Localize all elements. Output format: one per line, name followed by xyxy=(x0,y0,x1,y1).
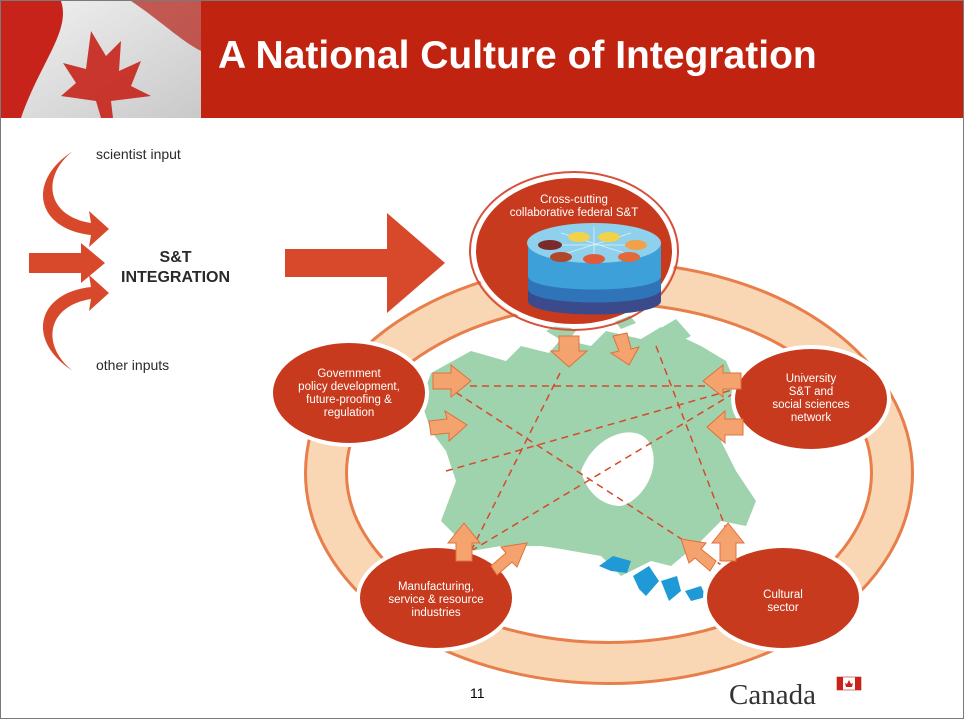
node-left-oval xyxy=(269,339,429,447)
node-government-line: regulation xyxy=(323,407,375,419)
node-government: Government policy development, future-pr… xyxy=(284,368,414,420)
scientist-input-label: scientist input xyxy=(96,146,181,162)
node-university-line: S&T and xyxy=(788,386,834,398)
node-university: University S&T and social sciences netwo… xyxy=(746,373,876,425)
big-arrow-right xyxy=(285,213,445,313)
page-title: A National Culture of Integration xyxy=(218,34,817,77)
node-government-line: Government xyxy=(317,368,381,380)
node-bottom-right-oval xyxy=(703,544,863,652)
node-university-line: social sciences xyxy=(772,399,850,411)
page-number: 11 xyxy=(470,685,485,701)
st-label-line1: S&T xyxy=(159,249,192,266)
node-federal-line: collaborative federal S&T xyxy=(509,207,639,219)
flag-image xyxy=(1,1,201,118)
node-federal-st: Cross-cutting collaborative federal S&T xyxy=(494,194,654,220)
node-cultural-line: sector xyxy=(767,602,799,614)
node-government-line: future-proofing & xyxy=(306,394,392,406)
node-manufacturing: Manufacturing, service & resource indust… xyxy=(371,581,501,620)
node-right-oval xyxy=(731,345,891,453)
node-manufacturing-line: industries xyxy=(411,607,461,619)
node-university-line: University xyxy=(785,373,837,385)
canada-wordmark-flag xyxy=(836,676,862,691)
other-inputs-label: other inputs xyxy=(96,357,170,373)
great-lakes xyxy=(599,556,706,601)
node-university-line: network xyxy=(790,412,832,424)
st-label-line2: INTEGRATION xyxy=(121,269,231,286)
node-federal-line: Cross-cutting xyxy=(540,194,608,206)
node-bottom-left-oval xyxy=(356,544,516,652)
database-stack-icon xyxy=(527,223,661,315)
input-arrows xyxy=(29,151,445,371)
node-manufacturing-line: service & resource xyxy=(388,594,484,606)
node-government-line: policy development, xyxy=(298,381,400,393)
connector-arrows xyxy=(428,332,746,576)
title-bar: A National Culture of Integration xyxy=(201,1,963,118)
canada-map xyxy=(421,327,756,576)
node-manufacturing-line: Manufacturing, xyxy=(397,581,475,593)
node-cultural: Cultural sector xyxy=(718,589,848,615)
canada-wordmark: Canada xyxy=(729,679,816,711)
node-cultural-line: Cultural xyxy=(763,589,803,601)
st-integration-label: S&T INTEGRATION xyxy=(121,248,230,288)
